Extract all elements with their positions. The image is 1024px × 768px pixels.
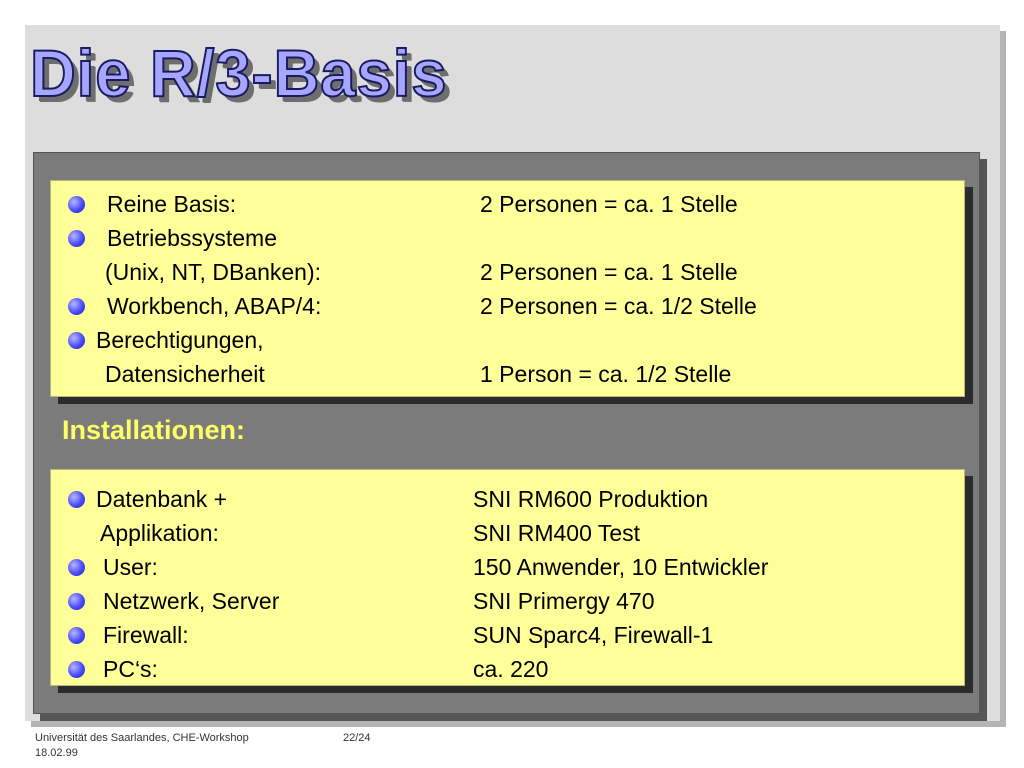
row-value: 2 Personen = ca. 1 Stelle	[480, 191, 738, 217]
bullet-icon	[68, 593, 85, 610]
row-value: SUN Sparc4, Firewall-1	[473, 622, 714, 648]
row-value: 2 Personen = ca. 1 Stelle	[480, 259, 738, 285]
row-label: Datensicherheit	[105, 361, 265, 387]
row-label: (Unix, NT, DBanken):	[105, 259, 322, 285]
bullet-icon	[68, 661, 85, 678]
row-label: Reine Basis:	[107, 191, 237, 217]
bullet-icon	[68, 627, 85, 644]
bullet-icon	[68, 491, 85, 508]
row-label: Betriebssysteme	[107, 225, 278, 251]
row-value: SNI RM400 Test	[473, 520, 641, 546]
row-value: 150 Anwender, 10 Entwickler	[473, 554, 769, 580]
staff-box: Reine Basis: 2 Personen = ca. 1 Stelle B…	[50, 180, 965, 397]
bullet-icon	[68, 332, 85, 349]
row-label: PC‘s:	[103, 656, 158, 682]
row-label: Applikation:	[100, 520, 219, 546]
row-label: Workbench, ABAP/4:	[107, 293, 322, 319]
bullet-icon	[68, 230, 85, 247]
slide-title: Die R/3-Basis	[29, 35, 448, 111]
bullet-icon	[68, 196, 85, 213]
row-label: Firewall:	[103, 622, 189, 648]
bullet-icon	[68, 559, 85, 576]
row-label: Netzwerk, Server	[103, 588, 280, 614]
row-label: Datenbank +	[96, 486, 228, 512]
bullet-icon	[68, 298, 85, 315]
footer-date: 18.02.99	[35, 747, 78, 759]
footer: Universität des Saarlandes, CHE-Workshop…	[35, 731, 249, 761]
installations-box: Datenbank + SNI RM600 Produktion Applika…	[50, 469, 965, 686]
page-number: 22/24	[343, 732, 371, 744]
row-value: SNI RM600 Produktion	[473, 486, 709, 512]
row-value: SNI Primergy 470	[473, 588, 655, 614]
row-value: 1 Person = ca. 1/2 Stelle	[480, 361, 732, 387]
footer-org: Universität des Saarlandes, CHE-Workshop	[35, 732, 249, 744]
row-value: ca. 220	[473, 656, 549, 682]
section-heading: Installationen:	[62, 415, 246, 445]
row-label: Berechtigungen,	[96, 327, 264, 353]
row-value: 2 Personen = ca. 1/2 Stelle	[480, 293, 757, 319]
row-label: User:	[103, 554, 158, 580]
